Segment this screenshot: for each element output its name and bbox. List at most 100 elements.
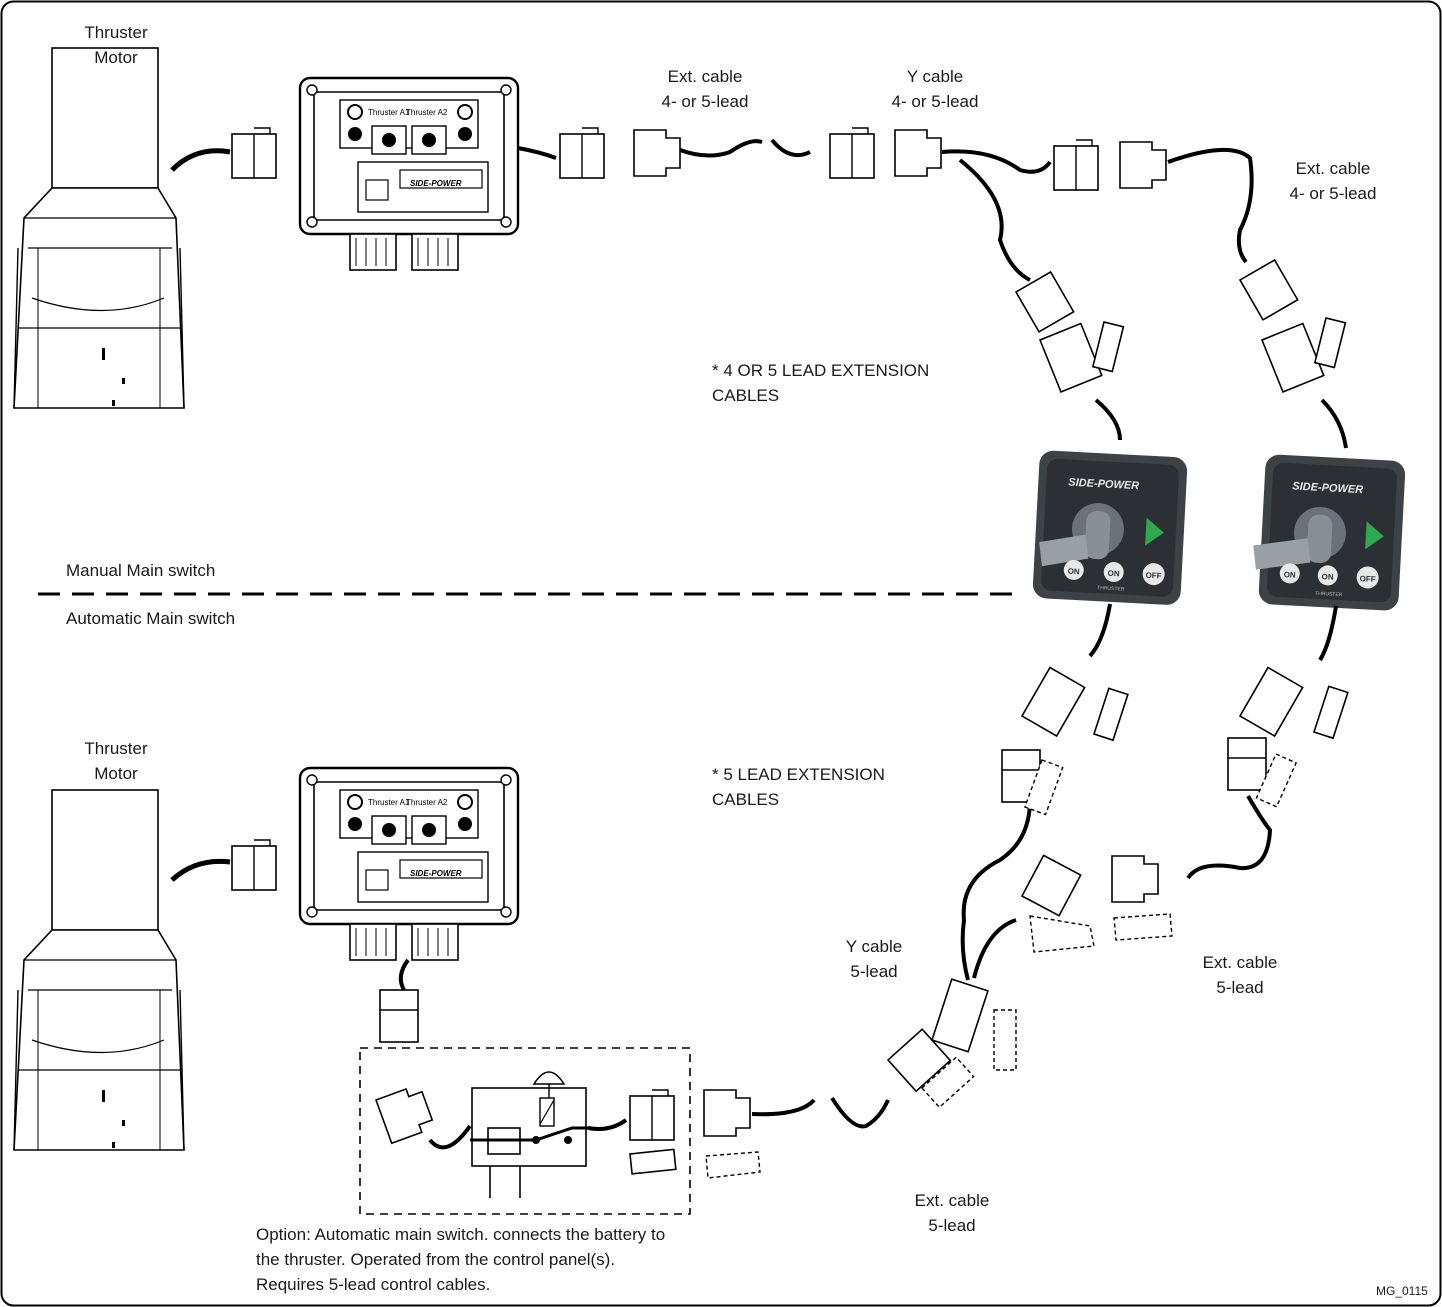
panel-left-on-label-1: ON	[1067, 567, 1080, 577]
y-bottom-connector-a-spare	[921, 1056, 975, 1109]
thruster-motor-bottom	[13, 789, 185, 1151]
ext-cable-bottom-wire-a	[751, 1098, 816, 1117]
main-switch-contact	[470, 1126, 592, 1142]
panel-left-lower-connector-b	[1092, 687, 1129, 742]
panel-right-on-label-1: ON	[1283, 570, 1296, 580]
y-cable-top-connector	[1053, 139, 1099, 191]
option-connector-right	[629, 1089, 675, 1141]
control-panel-right: SIDE-POWER ON ON OFF THRUSTER	[1253, 454, 1406, 611]
option-connector-spare	[629, 1148, 677, 1175]
panel-left-cable-out	[1088, 603, 1112, 658]
ext-cable-top-plug-a	[633, 129, 681, 177]
y-bottom-cable-right	[972, 918, 1017, 979]
panel-right-connector-b	[1260, 322, 1325, 393]
panel-right-sub: THRUSTER	[1315, 591, 1343, 598]
label-ext-cable-bottom: Ext. cable 5-lead	[914, 1191, 990, 1235]
motor-connector-bottom	[231, 839, 277, 891]
ext-cable-top2-plug	[1119, 141, 1167, 189]
y-cable-top-plug	[894, 129, 942, 177]
panel-left-brand: SIDE-POWER	[1068, 477, 1139, 493]
relay-label-a2-bottom: Thruster A2	[406, 798, 448, 807]
note-5-lead: * 5 LEAD EXTENSION CABLES	[712, 765, 885, 809]
ext-cable-bottom-right-spare	[1113, 913, 1173, 941]
panel-right-on-button-2	[1317, 565, 1338, 586]
panel-right-off-label: OFF	[1359, 574, 1376, 584]
panel-right-connector-c	[1313, 317, 1347, 369]
panel-left-on-label-2: ON	[1107, 569, 1120, 579]
relay-label-a1-bottom: Thruster A1	[368, 798, 410, 807]
relay-brand-bottom: SIDE-POWER	[410, 869, 462, 878]
relay-label-a2: Thruster A2	[406, 108, 448, 117]
relay-connector-top	[559, 127, 605, 179]
panel-left-on-button-1	[1063, 559, 1084, 580]
relay-box-top	[298, 76, 520, 272]
ext-cable-bottom-right-plug	[1111, 855, 1159, 903]
panel-right-on-button-1	[1279, 563, 1300, 584]
note-4-or-5-lead: * 4 OR 5 LEAD EXTENSION CABLES	[712, 361, 930, 405]
option-box	[359, 1047, 691, 1215]
motor-cable-top	[170, 148, 231, 172]
option-cable-left	[428, 1124, 472, 1150]
motor-cable-bottom	[170, 858, 231, 882]
y-bottom-connector-b	[930, 978, 989, 1053]
label-y-cable-bottom: Y cable 5-lead	[845, 937, 903, 981]
y-bottom-cable-left	[960, 799, 1032, 981]
panel-left-connector-a	[1014, 270, 1075, 333]
relay-brand-top: SIDE-POWER	[410, 179, 462, 188]
ext-cable-top-end	[829, 127, 875, 179]
panel-right-brand: SIDE-POWER	[1292, 480, 1363, 496]
option-cable-right	[587, 1118, 628, 1131]
panel-right-lower-connector-c	[1227, 737, 1267, 791]
relay-bottom-connector	[379, 989, 419, 1043]
panel-right-lower-connector-a	[1238, 666, 1304, 738]
ext-cable-top2-wire	[1167, 148, 1254, 264]
label-thruster-motor-bottom: Thruster Motor	[84, 739, 148, 783]
ext-bottom-right-connector	[1020, 854, 1082, 917]
motor-connector-top	[231, 127, 277, 179]
panel-left-off-label: OFF	[1145, 571, 1162, 581]
panel-right-on-label-2: ON	[1321, 572, 1334, 582]
panel-left-arrow-icon	[1145, 517, 1164, 546]
panel-left-sub: THRUSTER	[1097, 585, 1125, 592]
relay-box-bottom	[298, 766, 520, 962]
panel-left-on-button-2	[1103, 562, 1124, 583]
label-y-cable-top: Y cable 4- or 5-lead	[891, 67, 979, 111]
y-bottom-connector-a	[886, 1028, 952, 1093]
panel-right-lower-connector-c-spare	[1255, 753, 1298, 808]
panel-right-connector-a	[1238, 258, 1299, 321]
option-note: Option: Automatic main switch. connects …	[256, 1225, 666, 1294]
label-thruster-motor-top: Thruster Motor	[84, 23, 148, 67]
label-automatic-main-switch: Automatic Main switch	[66, 609, 236, 628]
label-ext-cable-top-1: Ext. cable 4- or 5-lead	[661, 67, 749, 111]
panel-left-cable-in	[1094, 398, 1122, 441]
thruster-motor-top	[13, 47, 185, 409]
panel-left-off-button	[1142, 563, 1165, 586]
drawing-code: MG_0115	[1376, 1284, 1428, 1298]
relay-cable-top	[517, 146, 557, 160]
panel-right-lower-connector-b	[1312, 685, 1349, 740]
relay-label-a1: Thruster A1	[368, 108, 410, 117]
panel-left-lower-connector-a	[1020, 666, 1086, 738]
ext-cable-bottom-plug	[703, 1089, 751, 1137]
label-ext-cable-bottom-right: Ext. cable 5-lead	[1202, 953, 1278, 997]
label-manual-main-switch: Manual Main switch	[66, 561, 216, 580]
ext-cable-bottom-right-wire	[1186, 794, 1273, 880]
y-bottom-connector-b-spare	[993, 1009, 1017, 1071]
ext-cable-top-wire-b	[770, 138, 811, 157]
panel-right-off-button	[1356, 566, 1379, 589]
label-ext-cable-top-2: Ext. cable 4- or 5-lead	[1289, 159, 1377, 203]
main-switch-knob	[532, 1071, 566, 1085]
panel-right-cable-in	[1320, 398, 1348, 449]
joystick-right	[1306, 514, 1333, 564]
y-cable-top-branch-right	[941, 149, 1052, 174]
ext-cable-top-wire-a	[679, 139, 763, 158]
panel-left-connector-b	[1038, 322, 1103, 393]
panel-left-connector-c	[1091, 321, 1125, 373]
ext-cable-bottom-wire-b	[830, 1096, 890, 1129]
panel-right-arrow-icon	[1365, 521, 1384, 550]
ext-cable-bottom-spare	[705, 1151, 761, 1179]
joystick-left	[1084, 511, 1111, 560]
